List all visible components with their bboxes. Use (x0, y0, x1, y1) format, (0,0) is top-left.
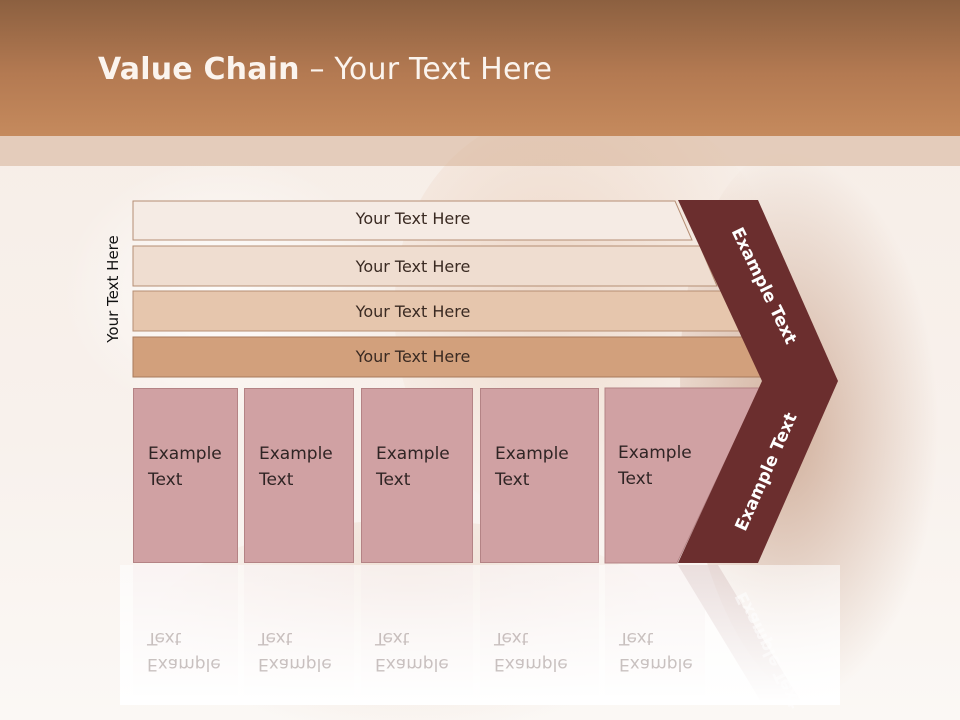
cell-3: Example Text (361, 388, 473, 563)
cell-4-reflection: Example Text (480, 565, 599, 695)
cell-1-reflection-text: Example Text (147, 628, 221, 674)
title-rest: – Your Text Here (299, 52, 553, 87)
cell-2-reflection: Example Text (244, 565, 354, 695)
cell-2-reflection-text: Example Text (258, 628, 332, 674)
level-bar-2 (132, 245, 718, 287)
cell-2: Example Text (244, 388, 354, 563)
cell-1: Example Text (133, 388, 238, 563)
cell-5: Example Text (605, 388, 692, 563)
level-label-2: Your Text Here (355, 257, 471, 276)
level-bar-1 (132, 200, 693, 241)
level-label-4: Your Text Here (355, 347, 471, 366)
header-bar (0, 0, 960, 136)
title-bold: Value Chain (98, 52, 300, 87)
slide-title: Value Chain – Your Text Here (98, 52, 552, 87)
cell-5-text: Example Text (618, 443, 692, 489)
level-label-3: Your Text Here (355, 302, 471, 321)
cell-5-reflection-text: Example Text (619, 628, 693, 674)
header-strip (0, 136, 960, 166)
cell-4-text: Example Text (495, 444, 569, 490)
cell-4-reflection-text: Example Text (494, 628, 568, 674)
cell-3-reflection-text: Example Text (375, 628, 449, 674)
cell-5-reflection: Example Text (605, 565, 705, 695)
cell-3-reflection: Example Text (361, 565, 473, 695)
reflection-fade (120, 565, 840, 705)
cell-2-text: Example Text (259, 444, 333, 490)
cell-3-text: Example Text (376, 444, 450, 490)
cell-1-reflection: Example Text (133, 565, 238, 695)
chevron-upper (678, 200, 838, 381)
chevron-lower (678, 381, 838, 563)
cell-4: Example Text (480, 388, 599, 563)
cell-1-text: Example Text (148, 444, 222, 490)
cell-5-shape (604, 387, 761, 564)
level-label-1: Your Text Here (355, 209, 471, 228)
